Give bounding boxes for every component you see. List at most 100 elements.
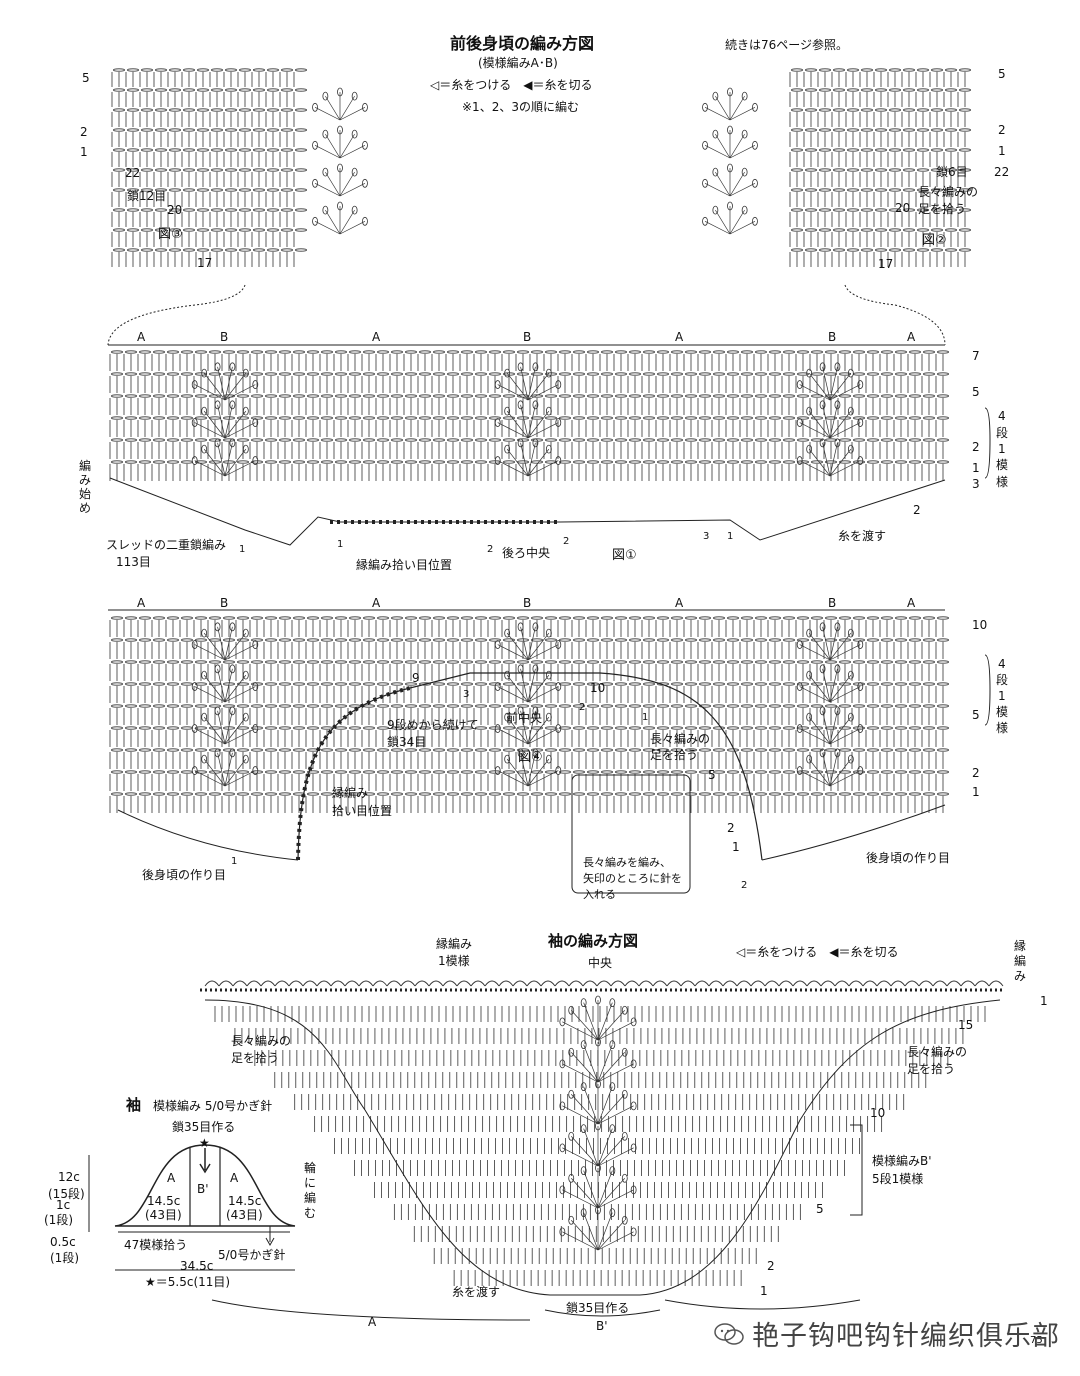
fig4-back-start-left: 後身頃の作り目 xyxy=(142,867,226,882)
fig2-label: 図② xyxy=(922,233,947,248)
fig4-inset-2: 矢印のところに針を xyxy=(583,871,682,885)
fig1-mark-1b: 1 xyxy=(337,539,343,550)
schematic-right-w-2: (43目) xyxy=(226,1208,263,1222)
fig1-row-1: 1 xyxy=(972,461,980,475)
outline-lines xyxy=(88,284,1005,1321)
fig1-section-b3: B xyxy=(828,330,836,344)
fig3-row-2: 2 xyxy=(80,125,88,139)
fig2-pickup-1: 長々編みの xyxy=(918,184,978,199)
fig4-row-1b: 1 xyxy=(732,840,740,854)
sleeve-edge-repeat-1: 縁編み xyxy=(436,936,472,951)
watermark: 艳子钩吧钩针编织俱乐部 xyxy=(714,1314,1060,1353)
sleeve-bottom-b: B' xyxy=(596,1319,608,1333)
schematic-height-5: 0.5c xyxy=(50,1235,76,1249)
fig4-pickup-2: 足を拾う xyxy=(650,747,698,762)
fig2-row-20: 20 xyxy=(895,201,910,215)
fig1-back-center: 後ろ中央 xyxy=(502,545,550,560)
schematic-a-left: A xyxy=(167,1171,176,1185)
schematic-ring-4: む xyxy=(304,1206,316,1220)
fig3-row-22: 22 xyxy=(125,166,140,180)
fig2-row-17: 17 xyxy=(878,257,893,271)
sleeve-edge-side-2: 編 xyxy=(1014,953,1026,968)
fig4-row-10: 10 xyxy=(972,618,987,632)
fig4-row-5: 5 xyxy=(972,708,980,722)
schematic-ring-1: 輪 xyxy=(304,1160,316,1175)
fig1-edge-pickup: 縁編み拾い目位置 xyxy=(356,557,452,572)
fig1-mark-2a: 2 xyxy=(487,544,493,555)
fig2-chain-note: 鎖6目 xyxy=(936,164,968,179)
fig1-repeat-2: 段 xyxy=(996,425,1008,440)
fig4-section-a1: A xyxy=(137,596,146,610)
fig4-continue-2: 鎖34目 xyxy=(387,734,426,749)
fig4-row-1: 1 xyxy=(972,785,980,799)
fig4-continue-1: 9段めから続けて xyxy=(387,717,479,732)
fig3-chain-note: 鎖12目 xyxy=(127,188,166,203)
fig2-row-22: 22 xyxy=(994,165,1009,179)
fig4-repeat-2: 段 xyxy=(996,672,1008,687)
fig4-edge-2: 拾い目位置 xyxy=(332,803,392,818)
sleeve-row-1b: 1 xyxy=(760,1284,768,1298)
fig4-pickup-1: 長々編みの xyxy=(650,731,710,746)
schematic-b-mid: B' xyxy=(197,1182,209,1196)
sleeve-pickup-right-1: 長々編みの xyxy=(907,1044,967,1059)
fig2-row-5: 5 xyxy=(998,67,1006,81)
fig1-row-3: 3 xyxy=(972,477,980,491)
fig1-carry-yarn: 糸を渡す xyxy=(838,528,886,543)
sleeve-row-2: 2 xyxy=(767,1259,775,1273)
fig4-edge-1: 縁編み xyxy=(332,785,368,800)
sleeve-center: 中央 xyxy=(588,955,612,970)
schematic-height-6: (1段) xyxy=(50,1250,79,1265)
schematic-width: 34.5c xyxy=(180,1259,213,1273)
schematic-star-mark: ★ xyxy=(199,1136,210,1150)
sleeve-bottom-a: A xyxy=(368,1315,377,1329)
schematic-bottom-1: 47模様拾う xyxy=(124,1237,187,1252)
fig4-mark-1b: 1 xyxy=(231,856,237,867)
header-legend: ◁＝糸をつける ◀＝糸を切る xyxy=(429,78,592,92)
fig4-section-a2: A xyxy=(372,596,381,610)
schematic-height-2: (15段) xyxy=(48,1186,85,1201)
fig1-start-1: 編 xyxy=(79,458,91,473)
sleeve-pickup-left-2: 足を拾う xyxy=(231,1050,279,1065)
fig1-mark-1a: 1 xyxy=(239,544,245,555)
schematic-right-w-1: 14.5c xyxy=(228,1194,261,1208)
fig4-repeat-1: 4 xyxy=(998,657,1006,671)
fig4-row-5b: 5 xyxy=(708,768,716,782)
fig4-section-a3: A xyxy=(675,596,684,610)
fig4-section-b1: B xyxy=(220,596,228,610)
fig1-mark-1c: 1 xyxy=(727,531,733,542)
fig1-section-b2: B xyxy=(523,330,531,344)
sleeve-edge-side-1: 縁 xyxy=(1014,938,1026,953)
stitch-grids xyxy=(109,68,1004,1286)
schematic-title: 袖 xyxy=(126,1096,141,1114)
schematic-bottom-2: 5/0号かぎ針 xyxy=(218,1247,285,1262)
fig1-foundation-1: スレッドの二重鎖編み xyxy=(106,537,226,552)
schematic-a-right: A xyxy=(230,1171,239,1185)
schematic-height-1: 12c xyxy=(58,1170,80,1184)
fig4-label: 図④ xyxy=(518,750,543,765)
fig1-start-2: み xyxy=(79,473,91,487)
fig1-section-a4: A xyxy=(907,330,916,344)
fig4-repeat-4: 模 xyxy=(996,705,1008,719)
fig4-row-10b: 10 xyxy=(590,681,605,695)
schematic-left-w-1: 14.5c xyxy=(147,1194,180,1208)
page-title: 前後身頃の編み方図 xyxy=(450,34,594,53)
fig2-row-1: 1 xyxy=(998,144,1006,158)
sleeve-row-15: 15 xyxy=(958,1018,973,1032)
fig3-row-1: 1 xyxy=(80,145,88,159)
schematic-height-3: 1c xyxy=(56,1198,70,1212)
page-subtitle: (模様編みA･B) xyxy=(478,55,558,70)
sleeve-legend: ◁＝糸をつける ◀＝糸を切る xyxy=(735,945,898,959)
sleeve-row-10: 10 xyxy=(870,1106,885,1120)
bound-text: 前後身頃の編み方図 (模様編みA･B) ◁＝糸をつける ◀＝糸を切る ※1、2、… xyxy=(44,34,1048,1346)
fig1-section-a1: A xyxy=(137,330,146,344)
sleeve-edge-side-3: み xyxy=(1014,969,1026,983)
fig4-row-2: 2 xyxy=(972,766,980,780)
fig3-row-20: 20 xyxy=(167,203,182,217)
fig4-repeat-3: 1 xyxy=(998,689,1006,703)
fig1-repeat-4: 模 xyxy=(996,458,1008,472)
schematic-left-w-2: (43目) xyxy=(145,1208,182,1222)
page-number: 75 xyxy=(1030,1335,1043,1346)
fig4-repeat-5: 様 xyxy=(996,721,1008,735)
fig1-start-3: 始 xyxy=(79,487,91,501)
